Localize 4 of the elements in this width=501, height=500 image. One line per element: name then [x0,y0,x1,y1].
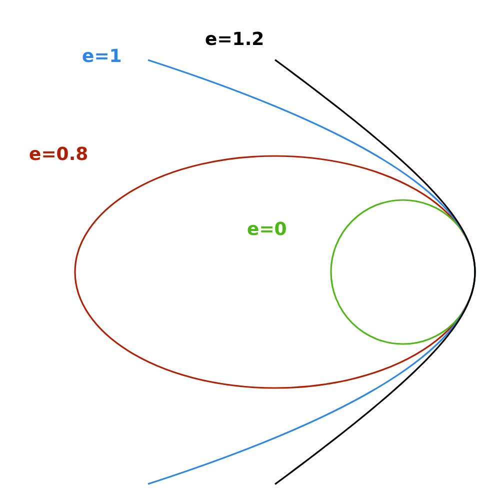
eccentricity-label: e=0 [247,221,287,239]
eccentricity-label: e=1.2 [205,31,264,49]
eccentricity-label: e=1 [82,48,122,66]
eccentricity-label: e=0.8 [29,146,88,164]
